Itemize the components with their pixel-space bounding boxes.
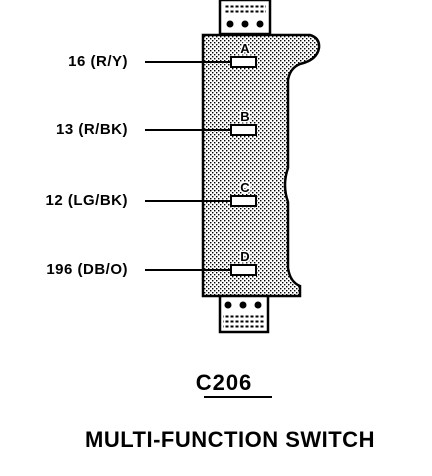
- top-terminal-strip: [218, 0, 272, 36]
- wire-label-c: 12 (LG/BK): [45, 192, 128, 209]
- pin-letter-d: D: [240, 249, 249, 264]
- pin-letter-c: C: [240, 180, 250, 195]
- pin-socket-c: [230, 195, 257, 207]
- connector-name: MULTI-FUNCTION SWITCH: [85, 427, 375, 452]
- bottom-terminal-strip: [218, 294, 270, 334]
- pin-letter-b: B: [240, 109, 249, 124]
- pin-socket-a: [230, 56, 257, 68]
- connector-housing: [201, 33, 321, 298]
- pin-letter-a: A: [240, 41, 250, 56]
- wire-label-d: 196 (DB/O): [46, 261, 128, 278]
- wire-label-b: 13 (R/BK): [55, 121, 128, 138]
- wire-label-a: 16 (R/Y): [68, 53, 128, 70]
- pin-socket-d: [230, 264, 257, 276]
- pin-socket-b: [230, 124, 257, 136]
- connector-id: C206: [195, 370, 253, 395]
